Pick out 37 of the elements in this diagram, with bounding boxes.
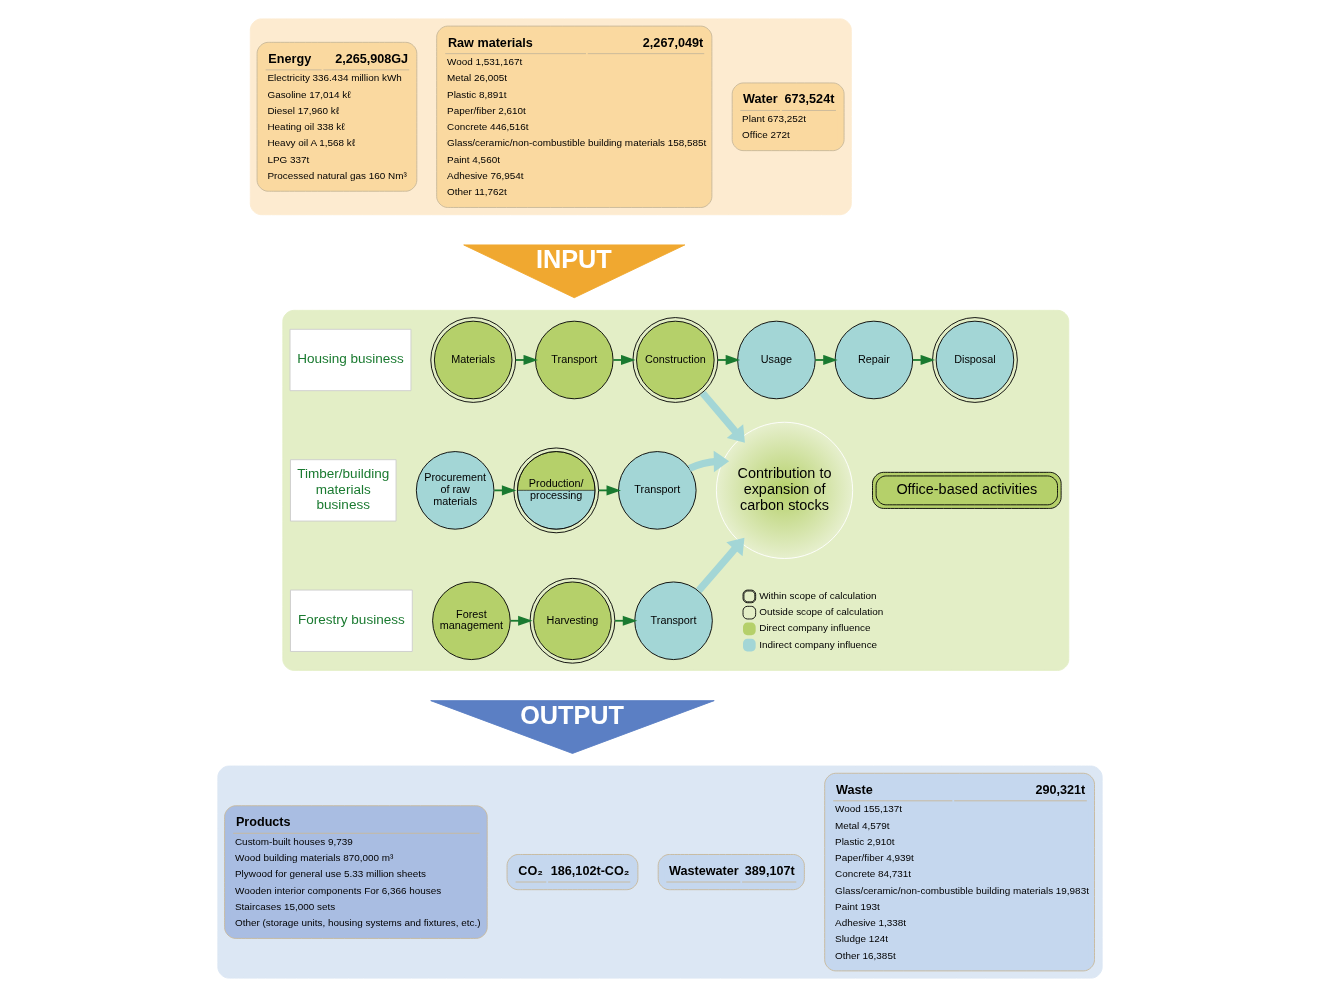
arrow — [813, 354, 838, 366]
node-circle: Transport — [617, 451, 697, 530]
cluster — [281, 309, 1069, 671]
node-box: Products Custom-built houses 9,739 Wood building materials 870,000 m³ Plywood for general use 5.33 million sheets Wooden interior components For 6,366 houses Staircases 15,000 sets Other (storage units, housing systems and fixtures, etc.) — [223, 805, 488, 939]
node-circle: Transport — [633, 581, 713, 661]
node-box: Water 673,524t Plant 673,252t Office 272t — [731, 82, 845, 152]
arrow — [695, 537, 744, 594]
arrow — [597, 485, 621, 496]
arrow — [687, 450, 729, 473]
legend-label: Direct company influence — [758, 622, 870, 634]
cluster — [216, 765, 1103, 979]
arrow — [611, 354, 635, 366]
node-box: Housing business — [289, 328, 411, 392]
node-circle: Procurement of raw materials — [415, 451, 494, 530]
arrow — [699, 390, 745, 443]
node-box: CO₂ 186,102t-CO₂ — [506, 854, 638, 891]
arrow — [911, 354, 935, 366]
arrow — [613, 615, 637, 626]
node-box: Timber/building materials business — [289, 459, 396, 522]
legend-label: Outside scope of calculation — [758, 606, 883, 618]
arrow — [514, 354, 538, 366]
cluster — [249, 18, 852, 216]
node-box: Raw materials 2,267,049t Wood 1,531,167t Metal 26,005t Plastic 8,891t Paper/fiber 2,610t Concrete 446,516t Glass/ceramic/non-combustible building materials 158,585t Paint 4,560t Adhesive 76,954t Other 11,762t — [435, 25, 712, 208]
node-box: Energy 2,265,908GJ Electricity 336.434 million kWh Gasoline 17,014 kℓ Diesel 17,960 kℓ Heating oil 338 kℓ Heavy oil A 1,568 kℓ LPG 337t Processed natural gas 160 Nm³ — [256, 41, 417, 192]
arrow — [716, 354, 740, 366]
node-circle: Repair — [834, 320, 913, 400]
node-circle: Usage — [736, 320, 816, 400]
legend-label: Indirect company influence — [758, 638, 877, 650]
node-circle: Production/ processing — [512, 447, 599, 534]
arrow — [492, 485, 516, 496]
node-box: Waste 290,321t Wood 155,137t Metal 4,579t Plastic 2,910t Paper/fiber 4,939t Concrete 84,731t Glass/ceramic/non-combustible building materials 19,983t Paint 193t Adhesive 1,338t Sludge 124t Other 16,385t — [823, 772, 1095, 972]
arrow — [509, 615, 533, 626]
node-box: Forestry business — [289, 589, 413, 652]
legend-label: Within scope of calculation — [758, 589, 877, 601]
node-circle: Transport — [534, 320, 614, 400]
node-circle: Forest management — [431, 581, 511, 661]
node-box: Wastewater 389,107t — [657, 854, 805, 891]
